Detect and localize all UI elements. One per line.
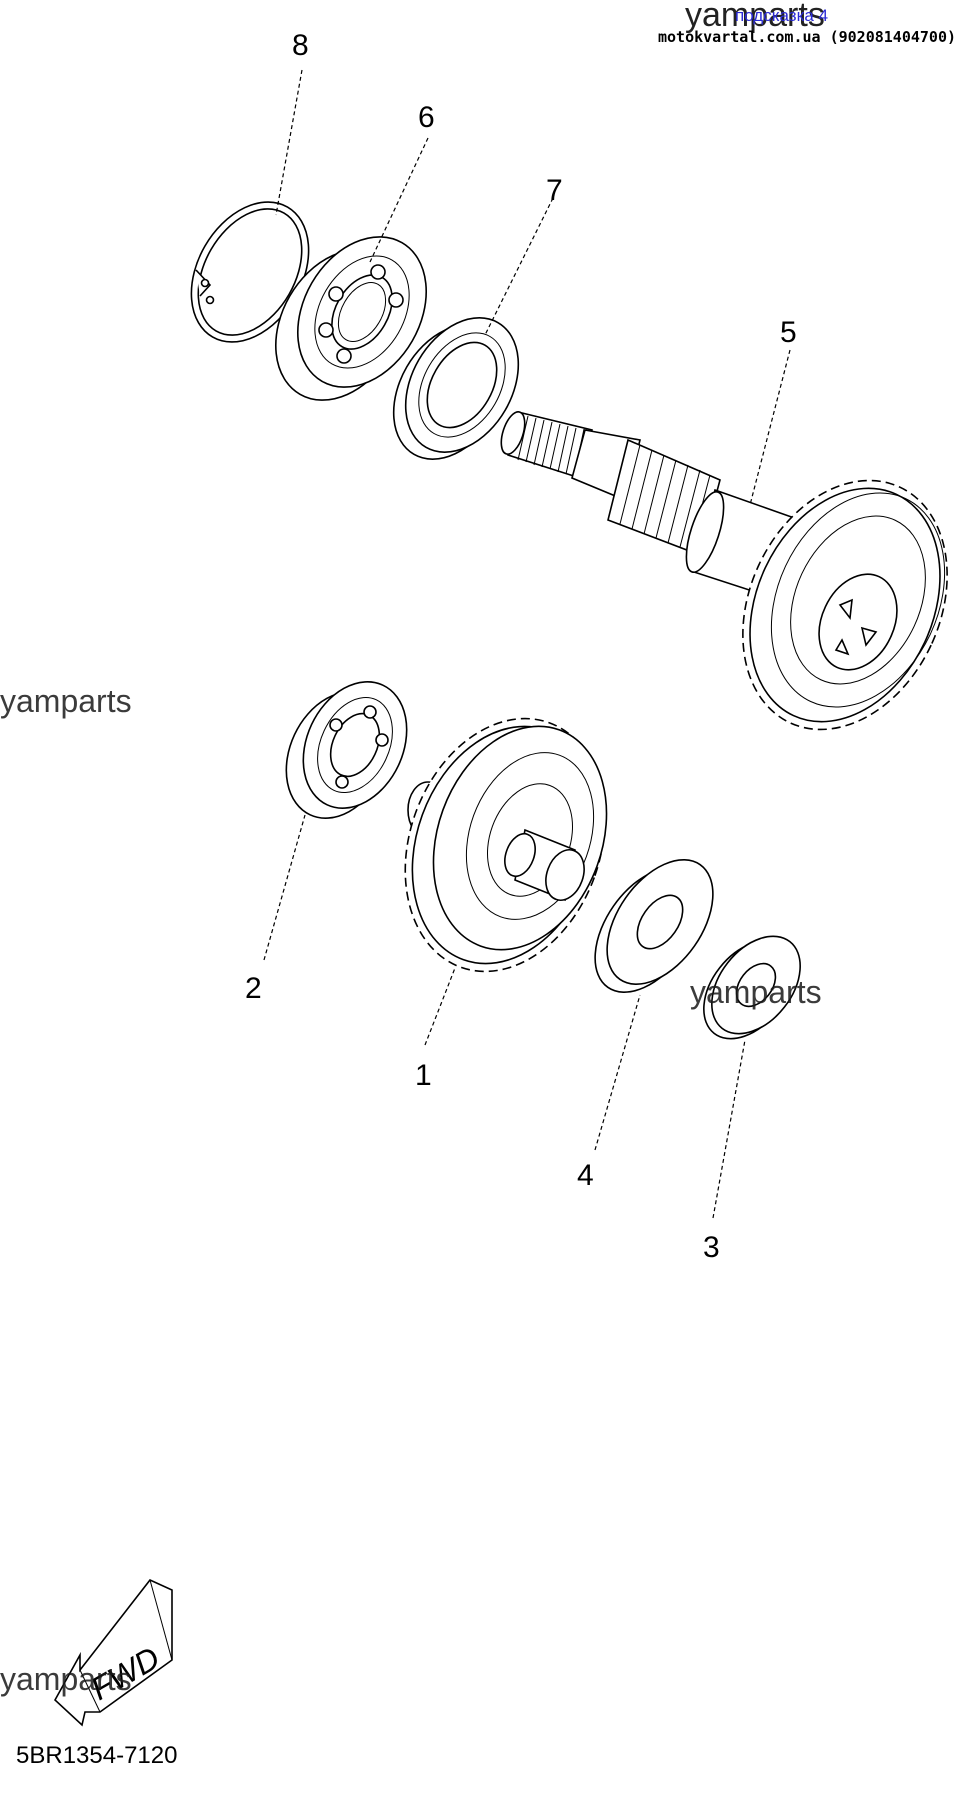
callout-6: 6 <box>418 101 435 134</box>
callout-8: 8 <box>292 29 309 62</box>
diagram-code: 5BR1354-7120 <box>16 1742 178 1769</box>
callout-labels: 8 6 7 5 2 1 4 3 <box>245 29 797 1264</box>
watermark-bottom: yamparts <box>0 1661 132 1697</box>
oil-seal-7[interactable] <box>371 298 542 480</box>
washer-3[interactable] <box>686 919 818 1055</box>
fwd-direction-arrow: FWD <box>53 1579 173 1727</box>
bearing-2[interactable] <box>267 665 427 835</box>
hint-link[interactable]: подсказка 4 <box>735 6 829 25</box>
callout-2: 2 <box>245 972 262 1005</box>
shop-contact: motokvartal.com.ua (902081404700) <box>658 28 957 46</box>
callout-4: 4 <box>577 1159 594 1192</box>
callout-7: 7 <box>546 174 563 207</box>
callout-5: 5 <box>780 316 797 349</box>
leader-lines <box>263 69 791 1219</box>
gear-1[interactable] <box>371 690 638 999</box>
callout-3: 3 <box>703 1231 720 1264</box>
bearing-6[interactable] <box>250 214 452 424</box>
callout-1: 1 <box>415 1059 432 1092</box>
watermark-left: yamparts <box>0 683 132 719</box>
washer-4[interactable] <box>573 841 734 1012</box>
watermark-right: yamparts <box>690 974 822 1010</box>
circlip-8[interactable] <box>167 181 332 363</box>
shaft-gear-5[interactable] <box>497 409 961 763</box>
header-watermark: yamparts <box>685 0 825 34</box>
